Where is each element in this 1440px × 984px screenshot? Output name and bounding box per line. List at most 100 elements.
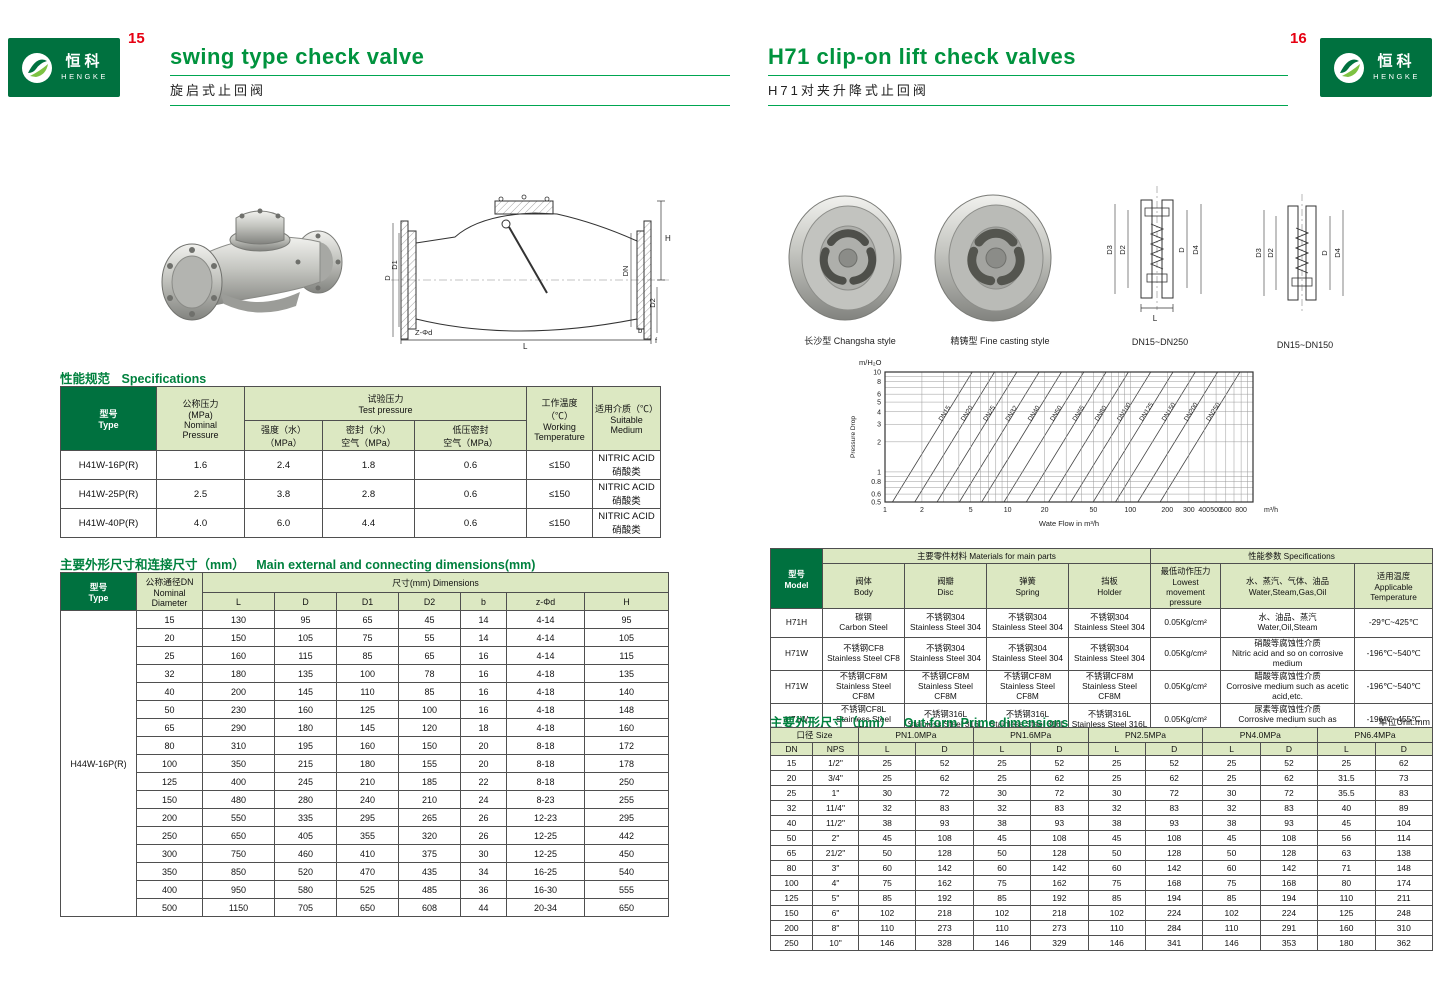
svg-text:50: 50 — [1090, 507, 1098, 514]
table-cell: 102 — [1087, 905, 1146, 921]
table-cell: 20-34 — [506, 898, 585, 917]
svg-text:m³/h: m³/h — [1264, 507, 1278, 514]
page-number-left: 15 — [128, 30, 145, 47]
table-cell: 65 — [336, 610, 399, 629]
table-cell: H71W — [770, 669, 823, 704]
table-cell: 108 — [1144, 830, 1204, 846]
table-cell: 146 — [857, 935, 917, 951]
table-cell: 14 — [460, 628, 507, 647]
brand-leaf-icon — [22, 52, 53, 83]
table-cell: 138 — [1374, 845, 1433, 861]
table-cell: 83 — [1259, 800, 1319, 816]
table-cell: 128 — [1030, 845, 1089, 861]
caption-dn-range-small: DN15~DN150 — [1276, 340, 1334, 350]
col-header-dn: 公称通径DN Nominal Diameter — [136, 572, 203, 611]
table-cell: 240 — [336, 790, 399, 809]
table-cell: 650 — [336, 898, 399, 917]
table-cell: 50 — [770, 830, 813, 846]
table-cell: 40 — [770, 815, 813, 831]
brand-name-zh: 恒科 — [1377, 53, 1416, 71]
table-cell: 230 — [202, 700, 275, 719]
caption-finecast: 精铸型 Fine casting style — [950, 336, 1050, 346]
table-cell: 60 — [857, 860, 917, 876]
table-cell: 5" — [812, 890, 859, 906]
table-cell: 224 — [1259, 905, 1319, 921]
col-header-dn: DN — [770, 742, 813, 756]
table-cell: 不锈钢CF8M Stainless Steel CF8M — [986, 669, 1069, 704]
table-cell: 75 — [1087, 875, 1146, 891]
table-cell: 38 — [1087, 815, 1146, 831]
table-cell: 290 — [202, 718, 275, 737]
table-cell: 128 — [1259, 845, 1319, 861]
table-cell: H41W-40P(R) — [60, 508, 157, 538]
svg-text:400: 400 — [1198, 507, 1210, 514]
table-cell: 120 — [398, 718, 461, 737]
svg-text:0.8: 0.8 — [871, 479, 881, 486]
table-cell: 146 — [1087, 935, 1146, 951]
table-cell: 0.05Kg/cm² — [1150, 608, 1222, 638]
table-cell: 40 — [1317, 800, 1376, 816]
table-cell: 250 — [136, 826, 203, 845]
table-cell: 30 — [972, 785, 1032, 801]
brand-name-zh: 恒科 — [65, 53, 104, 71]
table-cell: 不锈钢304 Stainless Steel 304 — [986, 608, 1069, 638]
table-cell: 63 — [1317, 845, 1376, 861]
table-cell: 72 — [1259, 785, 1319, 801]
table-cell: 32 — [1202, 800, 1261, 816]
table-cell: 100 — [136, 754, 203, 773]
table-cell: 50 — [857, 845, 917, 861]
dim-label-D2: D2 — [648, 298, 657, 308]
wafer-valve-drawing-small: D3 D2 D D4 — [1254, 194, 1344, 312]
table-cell: 135 — [274, 664, 337, 683]
table-cell: 146 — [1202, 935, 1261, 951]
dim-label-H: H — [665, 234, 671, 243]
dim-label-D: D — [1320, 250, 1329, 256]
col-header-working-temp: 工作温度（℃） Working Temperature — [526, 386, 594, 451]
spec-section-heading: 性能规范 Specifications — [60, 368, 206, 387]
dim-label-DN: DN — [621, 266, 630, 277]
dim-label-D: D — [385, 275, 392, 281]
col-header-D: D — [1374, 742, 1433, 756]
table-cell: 4-14 — [506, 628, 585, 647]
table-cell: 不锈钢304 Stainless Steel 304 — [986, 637, 1069, 671]
table-cell: 102 — [972, 905, 1032, 921]
dims-heading-zh: 主要外形尺寸和连接尺寸（mm） — [60, 558, 245, 572]
table-cell: 25 — [972, 755, 1032, 771]
table-cell: 45 — [972, 830, 1032, 846]
table-cell: 178 — [583, 754, 670, 773]
col-header-strength: 强度（水） （MPa） — [244, 420, 323, 451]
table-cell: 12-23 — [506, 808, 585, 827]
table-cell: 45 — [1087, 830, 1146, 846]
svg-text:0.6: 0.6 — [871, 492, 881, 499]
table-cell: 146 — [972, 935, 1032, 951]
table-cell: 52 — [1030, 755, 1089, 771]
table-cell: 195 — [274, 736, 337, 755]
table-cell: 30 — [460, 844, 507, 863]
table-cell: 35.5 — [1317, 785, 1376, 801]
page-number-right: 16 — [1290, 30, 1307, 47]
table-cell: 140 — [583, 682, 670, 701]
table-cell: 555 — [583, 880, 670, 899]
table-cell: 85 — [1202, 890, 1261, 906]
brand-name-en: HENGKE — [61, 71, 108, 81]
table-cell: 480 — [202, 790, 275, 809]
table-cell: H71H — [770, 608, 823, 638]
table-cell: 150 — [202, 628, 275, 647]
svg-text:2: 2 — [877, 439, 881, 446]
table-cell: 80 — [1317, 875, 1376, 891]
table-cell: 75 — [857, 875, 917, 891]
table-cell: 32 — [136, 664, 203, 683]
table-cell: 3/4" — [812, 770, 859, 786]
table-cell: 705 — [274, 898, 337, 917]
brand-name-en: HENGKE — [1373, 71, 1420, 81]
table-cell: 142 — [1259, 860, 1319, 876]
